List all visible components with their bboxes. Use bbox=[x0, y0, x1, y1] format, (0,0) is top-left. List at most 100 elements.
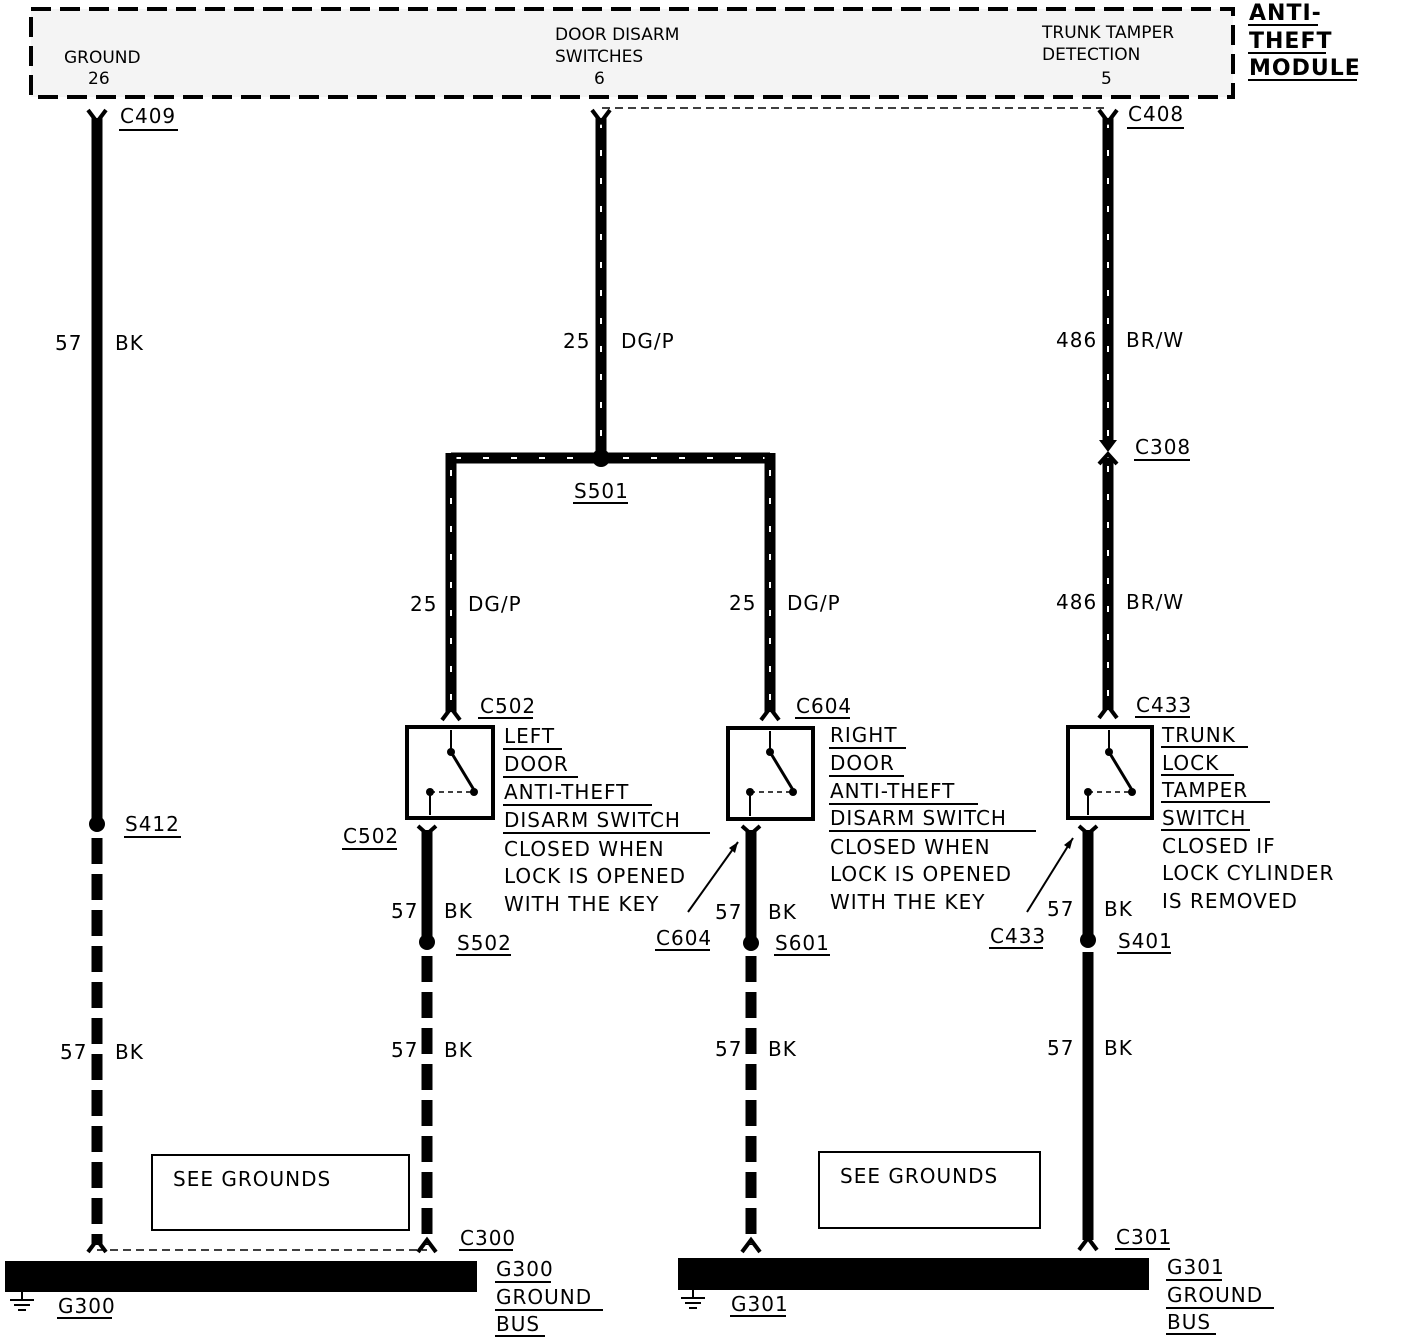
trunk-switch-name-2: LOCK bbox=[1162, 751, 1219, 775]
trunk-switch-name-1: TRUNK bbox=[1161, 723, 1236, 747]
splice-s401-dot bbox=[1080, 932, 1096, 948]
wire-trunk-gnd2-color: BK bbox=[1104, 1036, 1133, 1060]
right-door-switch: C604 RIGHT DOOR ANTI-THEFT DISARM SWITCH… bbox=[655, 694, 1036, 1254]
wire-left-gnd1-circuit: 57 bbox=[391, 899, 418, 923]
splice-s601-dot bbox=[743, 935, 759, 951]
connector-c604-arrow: C604 bbox=[656, 926, 712, 950]
g300-symbol-label: G300 bbox=[58, 1294, 116, 1318]
g301-name-2: GROUND bbox=[1167, 1283, 1263, 1307]
left-switch-desc-2: LOCK IS OPENED bbox=[504, 864, 686, 888]
wire-door-main-color: DG/P bbox=[621, 329, 675, 353]
wire-ground-bot-circuit: 57 bbox=[60, 1040, 87, 1064]
right-switch-name-1: RIGHT bbox=[830, 723, 898, 747]
wire-right-gnd2-color: BK bbox=[768, 1037, 797, 1061]
left-switch-name-2: DOOR bbox=[504, 752, 569, 776]
module-title-line-1: ANTI- bbox=[1249, 1, 1322, 26]
splice-s412: S412 bbox=[125, 812, 180, 836]
pin-trunk-name-2: DETECTION bbox=[1042, 45, 1140, 65]
right-switch-name-3: ANTI-THEFT bbox=[830, 779, 955, 803]
connector-c409: C409 bbox=[120, 104, 176, 128]
wire-ground-top-color: BK bbox=[115, 331, 144, 355]
ground-bus-g301: C301 G301 G301 GROUND BUS bbox=[678, 1225, 1274, 1335]
trunk-tamper-circuit: C408 486 BR/W C308 486 BR/W bbox=[1056, 102, 1190, 720]
module-title-line-3: MODULE bbox=[1249, 56, 1361, 81]
wire-trunk-top-color: BR/W bbox=[1126, 328, 1184, 352]
pin-trunk-number: 5 bbox=[1101, 69, 1112, 89]
connector-c502-top: C502 bbox=[480, 694, 536, 718]
connector-c433-top: C433 bbox=[1136, 693, 1192, 717]
left-switch-name: LEFT DOOR ANTI-THEFT DISARM SWITCH bbox=[503, 724, 710, 834]
wire-trunk-gnd1-circuit: 57 bbox=[1047, 897, 1074, 921]
ground-circuit: C409 57 BK S412 57 BK bbox=[55, 104, 181, 1254]
see-grounds-left: SEE GROUNDS bbox=[151, 1154, 410, 1231]
wire-ground-top-circuit: 57 bbox=[55, 331, 82, 355]
see-grounds-left-text: SEE GROUNDS bbox=[173, 1167, 331, 1191]
left-switch-name-3: ANTI-THEFT bbox=[504, 780, 629, 804]
anti-theft-module: GROUND 26 DOOR DISARM SWITCHES 6 TRUNK T… bbox=[29, 7, 1235, 99]
splice-s412-dot bbox=[89, 816, 105, 832]
ground-symbol-icon bbox=[10, 1292, 34, 1311]
connector-c300: C300 bbox=[460, 1226, 516, 1250]
ground-symbol-icon bbox=[681, 1290, 705, 1309]
trunk-switch-name-4: SWITCH bbox=[1162, 806, 1246, 830]
wire-door-right-circuit: 25 bbox=[729, 591, 756, 615]
pin-ground-name: GROUND bbox=[64, 48, 141, 68]
wire-door-right-color: DG/P bbox=[787, 591, 841, 615]
see-grounds-right: SEE GROUNDS bbox=[818, 1151, 1041, 1229]
g301-symbol-label: G301 bbox=[731, 1292, 789, 1316]
splice-s401: S401 bbox=[1118, 929, 1173, 953]
left-switch-name-1: LEFT bbox=[504, 724, 555, 748]
trunk-switch-desc-2: LOCK CYLINDER bbox=[1162, 861, 1334, 885]
module-title: ANTI- THEFT MODULE bbox=[1248, 1, 1361, 81]
trunk-switch-desc-1: CLOSED IF bbox=[1162, 834, 1276, 858]
right-switch-symbol bbox=[746, 731, 797, 816]
wire-ground-bot-color: BK bbox=[115, 1040, 144, 1064]
wire-trunk-bot-circuit: 486 bbox=[1056, 590, 1097, 614]
connector-c301: C301 bbox=[1116, 1225, 1172, 1249]
g300-name-2: GROUND bbox=[496, 1285, 592, 1309]
wire-right-gnd1-color: BK bbox=[768, 900, 797, 924]
splice-s502: S502 bbox=[457, 931, 512, 955]
connector-c604-top: C604 bbox=[796, 694, 852, 718]
wire-door-main-circuit: 25 bbox=[563, 329, 590, 353]
right-switch-name-2: DOOR bbox=[830, 751, 895, 775]
see-grounds-right-text: SEE GROUNDS bbox=[840, 1164, 998, 1188]
splice-s501: S501 bbox=[574, 479, 629, 503]
pin-door-name-2: SWITCHES bbox=[555, 47, 643, 67]
right-switch-name: RIGHT DOOR ANTI-THEFT DISARM SWITCH bbox=[829, 723, 1036, 832]
left-switch-desc-1: CLOSED WHEN bbox=[504, 837, 665, 861]
wire-right-gnd1-circuit: 57 bbox=[715, 900, 742, 924]
g301-name-3: BUS bbox=[1167, 1310, 1211, 1334]
wire-trunk-bot-color: BR/W bbox=[1126, 590, 1184, 614]
g300-name-3: BUS bbox=[496, 1312, 540, 1336]
ground-bus-g300: C300 G300 G300 GROUND BUS bbox=[5, 1226, 603, 1337]
trunk-switch-symbol bbox=[1084, 730, 1136, 815]
g300-bus-bar bbox=[5, 1261, 477, 1292]
right-switch-desc-3: WITH THE KEY bbox=[830, 890, 986, 914]
splice-s601: S601 bbox=[775, 931, 830, 955]
trunk-tamper-switch: C433 TRUNK LOCK TAMPER SWITCH CLOSED IF … bbox=[989, 693, 1334, 1252]
g301-name-1: G301 bbox=[1167, 1255, 1225, 1279]
wire-trunk-gnd2-circuit: 57 bbox=[1047, 1036, 1074, 1060]
pin-door-name-1: DOOR DISARM bbox=[555, 25, 679, 45]
right-switch-desc-2: LOCK IS OPENED bbox=[830, 862, 1012, 886]
connector-c433-arrow: C433 bbox=[990, 924, 1046, 948]
left-door-switch: C502 LEFT DOOR ANTI-THEFT DISARM SWITCH … bbox=[342, 694, 710, 1254]
trunk-switch-desc-3: IS REMOVED bbox=[1162, 889, 1298, 913]
module-title-line-2: THEFT bbox=[1249, 29, 1332, 54]
pin-ground-number: 26 bbox=[88, 69, 110, 89]
left-switch-symbol bbox=[426, 730, 478, 815]
trunk-switch-name: TRUNK LOCK TAMPER SWITCH bbox=[1161, 723, 1270, 831]
wire-right-gnd2-circuit: 57 bbox=[715, 1037, 742, 1061]
g301-bus-bar bbox=[678, 1258, 1149, 1290]
right-switch-name-4: DISARM SWITCH bbox=[830, 806, 1007, 830]
splice-s502-dot bbox=[419, 934, 435, 950]
pin-door-number: 6 bbox=[594, 69, 605, 89]
connector-c408: C408 bbox=[1128, 102, 1184, 126]
left-switch-name-4: DISARM SWITCH bbox=[504, 808, 681, 832]
g300-name-1: G300 bbox=[496, 1257, 554, 1281]
wire-left-gnd1-color: BK bbox=[444, 899, 473, 923]
wire-left-gnd2-color: BK bbox=[444, 1038, 473, 1062]
door-disarm-circuit: 25 DG/P S501 25 DG/P 25 DG/P bbox=[410, 108, 841, 722]
